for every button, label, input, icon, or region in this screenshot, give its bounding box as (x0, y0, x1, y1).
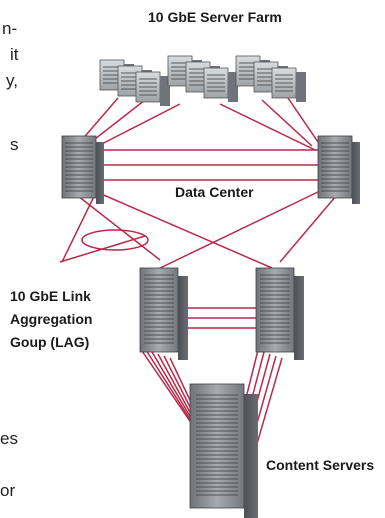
body-text-fragment: y, (6, 71, 18, 90)
dc-switch-left (61, 135, 104, 204)
link-lag-content (253, 357, 283, 455)
link-dc-lag (77, 195, 161, 261)
body-text-fragment: es (0, 429, 18, 448)
server-unit (135, 71, 170, 106)
link-dc-lag (91, 189, 273, 269)
link-dc-lag (155, 189, 323, 271)
content-server-rack (189, 383, 258, 518)
body-text-fragment: n- (2, 19, 18, 38)
body-text-fragment: or (0, 481, 16, 500)
lag-label-line1: 10 GbE Link (10, 288, 91, 304)
lag-switch-right (255, 267, 304, 360)
body-text-fragment: s (10, 135, 19, 154)
lag-switch-left (139, 267, 188, 360)
link-farm-right (261, 99, 313, 147)
server-farm (99, 55, 306, 106)
body-text-fragment: it (10, 45, 19, 64)
link-farm-right (287, 97, 319, 143)
data-center-label: Data Center (175, 184, 254, 200)
lag-pointer-line (59, 235, 146, 263)
server-unit (271, 67, 306, 102)
server-unit (203, 67, 238, 102)
link-farm-cross (219, 103, 316, 151)
link-farm-cross (89, 103, 181, 151)
lag-label-line3: Goup (LAG) (10, 334, 90, 350)
server-farm-label: 10 GbE Server Farm (148, 9, 282, 25)
link-dc-lag (279, 195, 337, 263)
content-servers-label: Content Servers (266, 457, 375, 473)
lag-label-line2: Aggregation (10, 311, 93, 327)
link-farm-left (79, 97, 119, 143)
lag-indicator-ellipse (81, 229, 149, 251)
dc-switch-right (317, 135, 360, 204)
link-lag-content (139, 347, 197, 431)
